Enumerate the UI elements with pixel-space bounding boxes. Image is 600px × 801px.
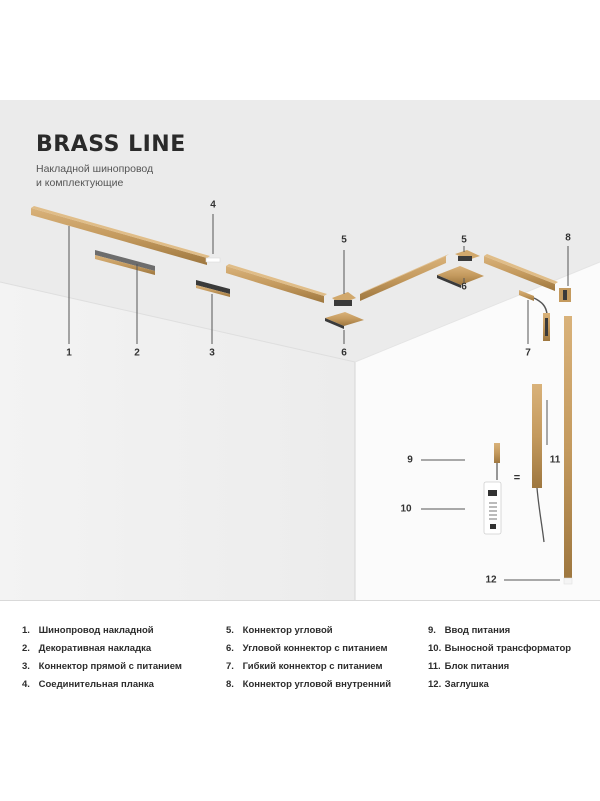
callout-1: 1 <box>66 347 72 359</box>
callout-8: 8 <box>565 232 571 244</box>
page-subtitle: Накладной шинопровод и комплектующие <box>36 162 236 190</box>
track-surface-mounted <box>31 206 210 265</box>
track-segment-3 <box>360 254 449 301</box>
track-segment-4 <box>484 254 558 291</box>
track-segment-2 <box>226 264 327 303</box>
legend-column-2: 5. Коннектор угловой 6. Угловой коннекто… <box>226 624 391 696</box>
left-wall <box>0 282 355 600</box>
legend-column-1: 1. Шинопровод накладной 2. Декоративная … <box>22 624 182 696</box>
inner-corner-connector <box>559 288 571 302</box>
legend-item: 11. Блок питания <box>428 661 510 672</box>
straight-connector-powered <box>196 280 230 297</box>
legend-item: 3. Коннектор прямой с питанием <box>22 661 182 672</box>
flexible-connector <box>519 290 550 341</box>
ceiling <box>0 100 600 362</box>
subtitle-line-2: и комплектующие <box>36 177 124 189</box>
parts-legend: 1. Шинопровод накладной 2. Декоративная … <box>0 600 600 801</box>
legend-item: 7. Гибкий коннектор с питанием <box>226 661 383 672</box>
vertical-track <box>563 316 573 585</box>
page-title: BRASS LINE <box>36 132 186 157</box>
ceiling-edge-right <box>354 261 600 363</box>
legend-column-3: 9. Ввод питания 10. Выносной трансформат… <box>428 624 571 696</box>
corner-connector-powered-right <box>437 266 484 288</box>
legend-item: 5. Коннектор угловой <box>226 625 333 636</box>
callout-10: 10 <box>400 503 412 515</box>
right-wall <box>355 262 600 600</box>
callout-11: 11 <box>549 454 561 466</box>
callout-2: 2 <box>134 347 140 359</box>
callout-12: 12 <box>485 574 497 586</box>
ceiling-edge-left <box>0 281 356 363</box>
power-input <box>494 443 500 480</box>
callout-5-right: 5 <box>461 234 467 246</box>
callout-4: 4 <box>210 199 216 211</box>
legend-item: 12. Заглушка <box>428 679 489 690</box>
callout-6-right: 6 <box>461 281 467 293</box>
callout-leaders <box>68 214 569 581</box>
subtitle-line-1: Накладной шинопровод <box>36 163 154 175</box>
connecting-plate <box>205 257 221 263</box>
legend-item: 4. Соединительная планка <box>22 679 154 690</box>
legend-item: 2. Декоративная накладка <box>22 643 152 654</box>
corner-connector-powered-left <box>325 312 364 329</box>
corner-connector-right <box>455 250 480 261</box>
legend-item: 8. Коннектор угловой внутренний <box>226 679 392 690</box>
equals-sign: = <box>513 472 521 484</box>
legend-item: 1. Шинопровод накладной <box>22 625 154 636</box>
callout-9: 9 <box>407 454 413 466</box>
power-unit <box>532 384 545 543</box>
decorative-strip <box>95 250 155 275</box>
legend-item: 9. Ввод питания <box>428 625 511 636</box>
legend-item: 10. Выносной трансформатор <box>428 643 572 654</box>
corner-connector-left <box>332 292 356 306</box>
callout-7: 7 <box>525 347 531 359</box>
callout-5-left: 5 <box>341 234 347 246</box>
remote-transformer <box>483 481 502 535</box>
callout-3: 3 <box>209 347 215 359</box>
legend-item: 6. Угловой коннектор с питанием <box>226 643 388 654</box>
callout-6-left: 6 <box>341 347 347 359</box>
